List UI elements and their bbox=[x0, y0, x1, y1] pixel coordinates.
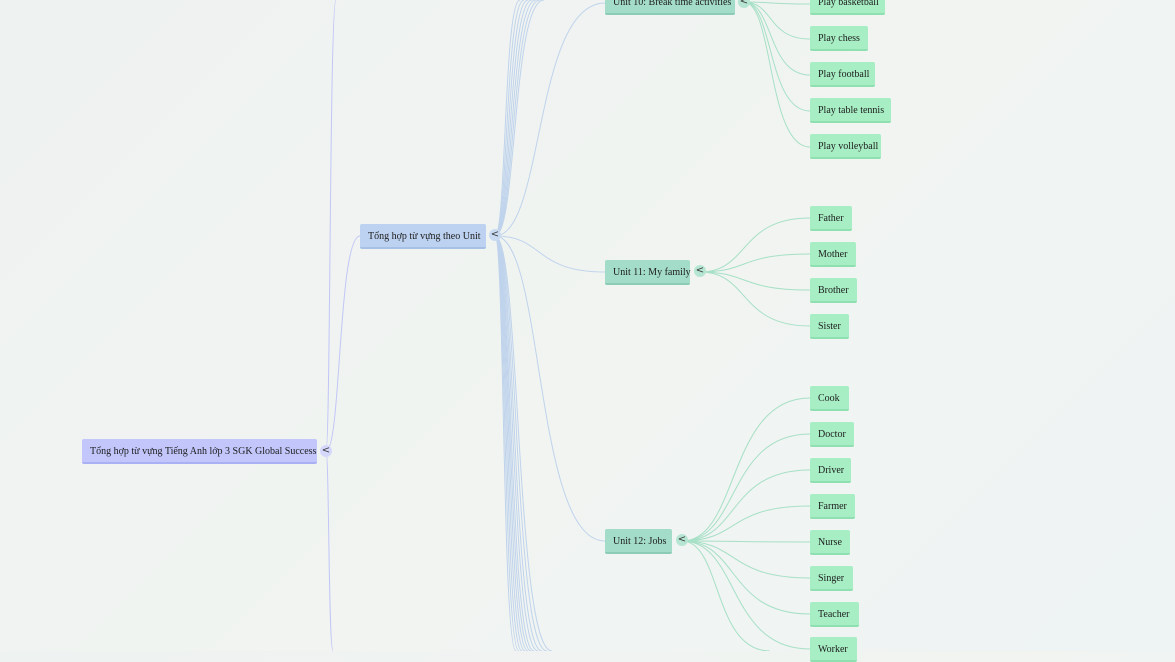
unit11-leaf-edge-0 bbox=[699, 217, 811, 273]
leaf-play-chess[interactable]: Play chess bbox=[810, 26, 868, 51]
branch-edge-down-0 bbox=[494, 235, 517, 651]
unit12-leaf-edge-1 bbox=[681, 433, 811, 542]
leaf-farmer[interactable]: Farmer bbox=[810, 494, 855, 519]
leaf-play-basketball[interactable]: Play basketball bbox=[810, 0, 885, 15]
unit10-leaf-edge-4 bbox=[743, 1, 811, 148]
unit12-leaf-edge-3 bbox=[681, 505, 811, 542]
leaf-brother[interactable]: Brother bbox=[810, 278, 857, 303]
leaf-father[interactable]: Father bbox=[810, 206, 852, 231]
root-node[interactable]: Tổng hợp từ vựng Tiếng Anh lớp 3 SGK Glo… bbox=[82, 439, 317, 464]
unit11-leaf-edge-1 bbox=[699, 253, 811, 273]
unit12-leaf-edge-6 bbox=[681, 540, 811, 615]
leaf-doctor[interactable]: Doctor bbox=[810, 422, 854, 447]
leaf-nurse[interactable]: Nurse bbox=[810, 530, 850, 555]
root-collapse-toggle[interactable]: < bbox=[320, 445, 332, 457]
leaf-cook[interactable]: Cook bbox=[810, 386, 849, 411]
branch-edge-up-0 bbox=[494, 0, 521, 237]
leaf-driver[interactable]: Driver bbox=[810, 458, 851, 483]
unit10-leaf-edge-2 bbox=[743, 1, 811, 76]
branch-edge-up-4 bbox=[494, 0, 537, 237]
unit10-leaf-edge-1 bbox=[743, 1, 811, 40]
branch-to-unit10-edge bbox=[494, 2, 606, 237]
unit12-leaf-edge-extra-0 bbox=[681, 540, 771, 651]
unit-node-11[interactable]: Unit 11: My family bbox=[605, 260, 691, 285]
root-to-branch-edge bbox=[325, 235, 361, 452]
unit-12-collapse-toggle[interactable]: < bbox=[676, 534, 688, 546]
unit12-leaf-edge-0 bbox=[681, 397, 811, 542]
leaf-play-volleyball[interactable]: Play volleyball bbox=[810, 134, 881, 159]
unit-node-10[interactable]: Unit 10: Break time activities bbox=[605, 0, 735, 15]
leaf-sister[interactable]: Sister bbox=[810, 314, 849, 339]
unit12-leaf-edge-4 bbox=[681, 540, 811, 543]
unit12-leaf-edge-2 bbox=[681, 469, 811, 542]
leaf-teacher[interactable]: Teacher bbox=[810, 602, 859, 627]
unit12-leaf-edge-7 bbox=[681, 540, 811, 650]
unit10-leaf-edge-3 bbox=[743, 1, 811, 112]
root-edge-up bbox=[325, 0, 337, 452]
branch-edge-down-6 bbox=[494, 235, 535, 651]
unit11-leaf-edge-3 bbox=[699, 271, 811, 327]
branch-edge-up-5 bbox=[494, 0, 541, 237]
branch-edge-up-6 bbox=[494, 0, 545, 237]
branch-to-unit12-edge bbox=[494, 235, 606, 542]
branch-edge-down-10 bbox=[494, 235, 553, 651]
leaf-worker[interactable]: Worker bbox=[810, 637, 857, 662]
branch-edge-down-1 bbox=[494, 235, 520, 651]
branch-to-unit11-edge bbox=[494, 235, 606, 273]
branch-edge-up-1 bbox=[494, 0, 525, 237]
branch-edge-down-9 bbox=[494, 235, 548, 651]
branch-collapse-toggle[interactable]: < bbox=[489, 229, 501, 241]
leaf-play-football[interactable]: Play football bbox=[810, 62, 875, 87]
unit10-leaf-edge-0 bbox=[743, 1, 811, 5]
unit-node-12[interactable]: Unit 12: Jobs bbox=[605, 529, 672, 554]
unit11-leaf-edge-2 bbox=[699, 271, 811, 291]
branch-edge-up-3 bbox=[494, 0, 533, 237]
branch-edge-down-8 bbox=[494, 235, 543, 651]
unit12-leaf-edge-5 bbox=[681, 540, 811, 579]
branch-node-units[interactable]: Tổng hợp từ vựng theo Unit bbox=[360, 224, 486, 249]
leaf-play-table-tennis[interactable]: Play table tennis bbox=[810, 98, 891, 123]
unit-10-collapse-toggle[interactable]: < bbox=[738, 0, 750, 8]
branch-edge-down-7 bbox=[494, 235, 539, 651]
leaf-singer[interactable]: Singer bbox=[810, 566, 853, 591]
unit-11-collapse-toggle[interactable]: < bbox=[694, 265, 706, 277]
branch-edge-up-2 bbox=[494, 0, 529, 237]
root-edge-down bbox=[325, 450, 334, 651]
leaf-mother[interactable]: Mother bbox=[810, 242, 856, 267]
